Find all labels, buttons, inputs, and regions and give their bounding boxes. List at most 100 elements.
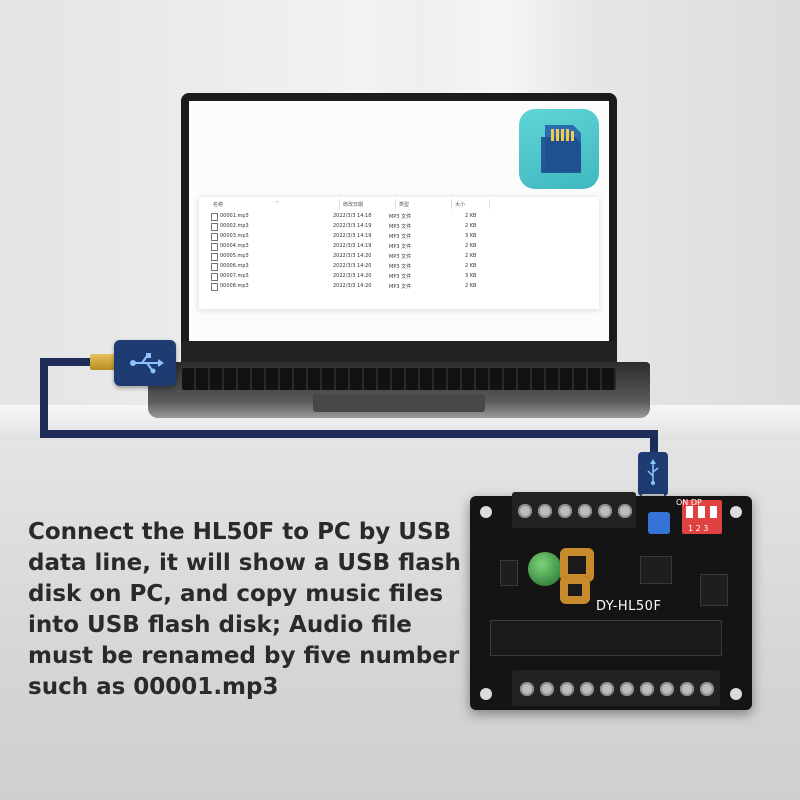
file-date: 2022/3/3 14:20 <box>333 263 372 269</box>
column-divider <box>489 199 490 209</box>
capacitor <box>528 552 562 586</box>
laptop-keyboard <box>182 368 616 390</box>
file-date: 2022/3/3 14:20 <box>333 253 372 259</box>
dip-key <box>698 506 705 518</box>
file-date: 2022/3/3 14:20 <box>333 273 372 279</box>
file-row[interactable]: 00005.mp3 2022/3/3 14:20 MP3 文件 2 KB <box>199 251 599 261</box>
audio-file-icon <box>211 283 218 291</box>
sd-card-graphic <box>541 125 581 173</box>
file-name: 00006.mp3 <box>220 263 249 269</box>
file-size: 2 KB <box>465 263 477 269</box>
file-type: MP3 文件 <box>389 214 412 220</box>
terminal-screw <box>620 682 634 696</box>
micro-usb-plug <box>638 452 668 496</box>
sort-arrow-icon: ^ <box>275 201 280 207</box>
usb-cable-segment <box>40 358 48 438</box>
file-type: MP3 文件 <box>389 244 412 250</box>
terminal-screw <box>600 682 614 696</box>
column-header-type[interactable]: 类型 <box>399 202 410 208</box>
board-model-label: DY-HL50F <box>596 599 662 614</box>
terminal-screw <box>660 682 674 696</box>
file-size: 3 KB <box>465 233 477 239</box>
audio-file-icon <box>211 223 218 231</box>
file-name: 00005.mp3 <box>220 253 249 259</box>
terminal-screw <box>640 682 654 696</box>
audio-file-icon <box>211 273 218 281</box>
terminal-screw <box>580 682 594 696</box>
mounting-hole <box>480 688 492 700</box>
terminal-screw <box>558 504 572 518</box>
file-explorer-list: 名称 修改日期 类型 大小 ^ 00001.mp3 2022/3/3 14:18… <box>199 197 599 309</box>
file-row[interactable]: 00007.mp3 2022/3/3 14:20 MP3 文件 3 KB <box>199 271 599 281</box>
column-header-size[interactable]: 大小 <box>455 202 466 208</box>
column-divider <box>451 199 452 209</box>
dip-switch-label: ON DP <box>676 498 702 507</box>
terminal-screw <box>560 682 574 696</box>
file-type: MP3 文件 <box>389 234 412 240</box>
terminal-screw <box>680 682 694 696</box>
mounting-hole <box>480 506 492 518</box>
file-date: 2022/3/3 14:19 <box>333 233 372 239</box>
mounting-hole <box>730 688 742 700</box>
usb-cable-segment <box>650 430 658 456</box>
volume-potentiometer <box>648 512 670 534</box>
audio-file-icon <box>211 263 218 271</box>
mounting-hole <box>730 506 742 518</box>
file-name: 00001.mp3 <box>220 213 249 219</box>
dip-key <box>686 506 693 518</box>
file-type: MP3 文件 <box>389 284 412 290</box>
file-date: 2022/3/3 14:18 <box>333 213 372 219</box>
ic-chip <box>500 560 518 586</box>
audio-file-icon <box>211 213 218 221</box>
column-divider <box>339 199 340 209</box>
sd-card-icon <box>519 109 599 189</box>
file-name: 00002.mp3 <box>220 223 249 229</box>
file-type: MP3 文件 <box>389 274 412 280</box>
trigger-resistor-row <box>490 620 722 656</box>
file-type: MP3 文件 <box>389 224 412 230</box>
laptop-touchpad <box>313 394 485 412</box>
terminal-block-top <box>512 492 636 528</box>
file-size: 2 KB <box>465 253 477 259</box>
file-size: 2 KB <box>465 223 477 229</box>
ic-chip <box>640 556 672 584</box>
instruction-caption: Connect the HL50F to PC by USB data line… <box>28 519 461 700</box>
file-name: 00004.mp3 <box>220 243 249 249</box>
audio-file-icon <box>211 253 218 261</box>
file-size: 2 KB <box>465 283 477 289</box>
terminal-screw <box>598 504 612 518</box>
usb-plug <box>114 340 176 386</box>
inductor <box>560 576 590 604</box>
audio-file-icon <box>211 233 218 241</box>
terminal-screw <box>618 504 632 518</box>
file-row[interactable]: 00001.mp3 2022/3/3 14:18 MP3 文件 2 KB <box>199 211 599 221</box>
terminal-screw <box>518 504 532 518</box>
column-header-date[interactable]: 修改日期 <box>343 202 364 208</box>
dip-key <box>710 506 717 518</box>
usb-cable-segment <box>40 358 92 366</box>
file-date: 2022/3/3 14:19 <box>333 243 372 249</box>
usb-icon <box>647 459 659 485</box>
dip-switch <box>682 500 722 534</box>
file-row[interactable]: 00006.mp3 2022/3/3 14:20 MP3 文件 2 KB <box>199 261 599 271</box>
file-row[interactable]: 00002.mp3 2022/3/3 14:19 MP3 文件 2 KB <box>199 221 599 231</box>
laptop-bezel-bottom <box>181 341 617 363</box>
column-divider <box>395 199 396 209</box>
usb-connector-metal <box>90 354 116 370</box>
file-type: MP3 文件 <box>389 254 412 260</box>
column-header-name[interactable]: 名称 <box>213 202 224 208</box>
file-size: 2 KB <box>465 243 477 249</box>
audio-file-icon <box>211 243 218 251</box>
terminal-screw <box>578 504 592 518</box>
dip-switch-numbers: 1 2 3 <box>688 524 709 533</box>
file-row[interactable]: 00008.mp3 2022/3/3 14:20 MP3 文件 2 KB <box>199 281 599 291</box>
ic-chip <box>700 574 728 606</box>
file-name: 00007.mp3 <box>220 273 249 279</box>
file-size: 3 KB <box>465 273 477 279</box>
file-date: 2022/3/3 14:19 <box>333 223 372 229</box>
file-row[interactable]: 00004.mp3 2022/3/3 14:19 MP3 文件 2 KB <box>199 241 599 251</box>
usb-icon <box>130 353 164 374</box>
terminal-screw <box>540 682 554 696</box>
file-row[interactable]: 00003.mp3 2022/3/3 14:19 MP3 文件 3 KB <box>199 231 599 241</box>
